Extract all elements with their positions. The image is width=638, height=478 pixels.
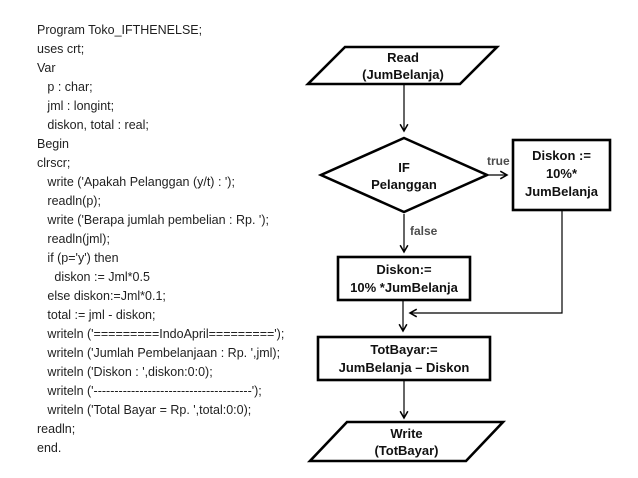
code-line: Var <box>37 61 56 75</box>
code-line: p : char; <box>37 80 93 94</box>
false-branch-label: false <box>410 224 438 238</box>
code-line: Begin <box>37 137 69 151</box>
code-line: writeln ('=========IndoApril========='); <box>37 327 285 341</box>
connector-true-merge-elbow <box>408 211 563 318</box>
code-line: end. <box>37 441 62 455</box>
code-line: readln(p); <box>37 194 101 208</box>
total-process-box-shape <box>316 335 492 382</box>
decision-node-label: IF Pelanggan <box>371 160 437 192</box>
code-line: total := jml - diskon; <box>37 308 156 322</box>
true-process-box-shape <box>511 138 612 212</box>
code-line: readln; <box>37 422 76 436</box>
total-process-label: TotBayar:= JumBelanja – Diskon <box>338 342 470 375</box>
pascal-code-listing: Program Toko_IFTHENELSE;uses crt; Var p :… <box>37 21 284 458</box>
code-line: writeln ('------------------------------… <box>37 384 262 398</box>
write-parallelogram-shape <box>306 420 507 463</box>
code-line: diskon := Jml*0.5 <box>37 270 150 284</box>
decision-diamond-shape <box>317 136 491 214</box>
code-line: else diskon:=Jml*0.1; <box>37 289 166 303</box>
code-line: if (p='y') then <box>37 251 119 265</box>
code-line: readln(jml); <box>37 232 110 246</box>
false-process-label: Diskon:= 10% *JumBelanja <box>350 262 458 295</box>
write-node-label: Write (TotBayar) <box>374 426 439 458</box>
code-line: uses crt; <box>37 42 85 56</box>
false-process-box-shape <box>336 255 472 302</box>
code-line: writeln ('Diskon : ',diskon:0:0); <box>37 365 213 379</box>
code-line: write ('Apakah Pelanggan (y/t) : '); <box>37 175 235 189</box>
code-line: clrscr; <box>37 156 71 170</box>
true-branch-label: true <box>487 154 510 168</box>
true-process-label: Diskon := 10%* JumBelanja <box>525 148 598 199</box>
read-node-label: Read (JumBelanja) <box>362 50 444 82</box>
read-parallelogram-shape <box>304 45 501 86</box>
code-line: writeln ('Jumlah Pembelanjaan : Rp. ',jm… <box>37 346 281 360</box>
code-line: Program Toko_IFTHENELSE; <box>37 23 203 37</box>
code-line: diskon, total : real; <box>37 118 149 132</box>
code-line: write ('Berapa jumlah pembelian : Rp. ')… <box>37 213 269 227</box>
code-line: jml : longint; <box>37 99 115 113</box>
code-line: writeln ('Total Bayar = Rp. ',total:0:0)… <box>37 403 252 417</box>
